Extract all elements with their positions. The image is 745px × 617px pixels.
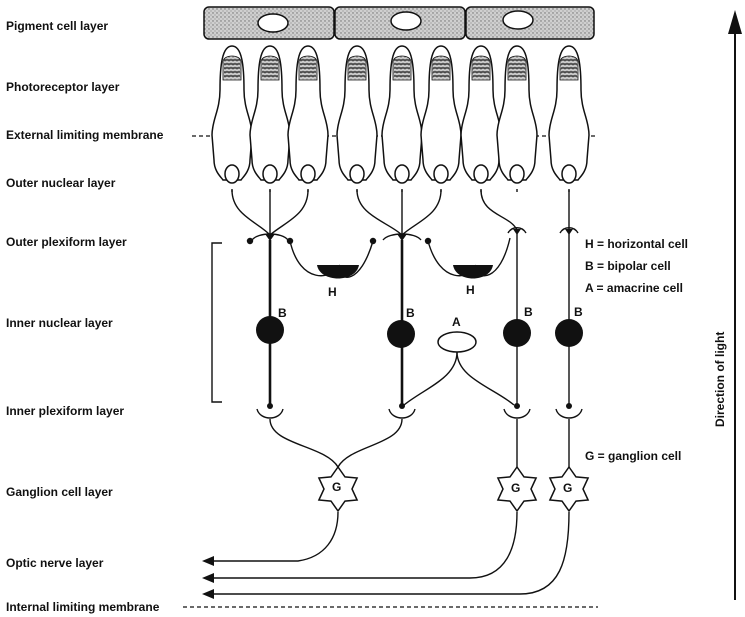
bipolar-cell-label: B: [278, 306, 287, 320]
label-outer-plexiform-layer: Outer plexiform layer: [6, 235, 127, 249]
photoreceptor-nucleus: [433, 164, 449, 184]
bipolar-cell: [555, 319, 583, 347]
amacrine-process: [456, 351, 515, 406]
photoreceptor-nucleus: [262, 164, 278, 184]
label-inner-nuclear-layer: Inner nuclear layer: [6, 316, 113, 330]
photoreceptor-cell: [381, 45, 423, 192]
ganglion-dendrite-cups: [256, 408, 583, 419]
ganglion-cell: [496, 465, 538, 513]
direction-arrow-head: [728, 10, 742, 34]
bipolar-cell-label: B: [574, 305, 583, 319]
bipolar-cell: [503, 319, 531, 347]
layer-bracket: [211, 242, 222, 403]
label-internal-limiting-membrane: Internal limiting membrane: [6, 600, 160, 614]
bipolar-cell: [256, 316, 284, 344]
pigment-nucleus: [390, 11, 422, 31]
label-outer-nuclear-layer: Outer nuclear layer: [6, 176, 116, 190]
photoreceptor-nucleus: [300, 164, 316, 184]
legend-ganglion-cell: G = ganglion cell: [585, 449, 681, 463]
ganglion-cell-label: G: [511, 481, 520, 495]
legend-amacrine-cell: A = amacrine cell: [585, 281, 683, 295]
legend-bipolar-cell: B = bipolar cell: [585, 259, 671, 273]
ganglion-cell-label: G: [563, 481, 572, 495]
ganglion-cell-label: G: [332, 480, 341, 494]
photoreceptor-cell: [496, 45, 538, 192]
bipolar-cell-label: B: [406, 306, 415, 320]
photoreceptor-cell: [249, 45, 291, 192]
ganglion-cell: [317, 465, 359, 513]
photoreceptor-cell: [336, 45, 378, 192]
bipolar-cell-label: B: [524, 305, 533, 319]
legend-horizontal-cell: H = horizontal cell: [585, 237, 688, 251]
photoreceptor-nucleus: [561, 164, 577, 184]
label-optic-nerve-layer: Optic nerve layer: [6, 556, 104, 570]
pigment-cells: [203, 6, 595, 40]
photoreceptors: [211, 45, 590, 192]
pigment-nucleus: [502, 10, 534, 30]
horizontal-cell: [317, 265, 359, 279]
amacrine-process: [403, 351, 458, 406]
amacrine-cell: [437, 331, 477, 353]
photoreceptor-cell: [548, 45, 590, 192]
ganglion-cells: [317, 465, 590, 513]
label-inner-plexiform-layer: Inner plexiform layer: [6, 404, 124, 418]
bipolar-cell: [387, 320, 415, 348]
photoreceptor-cell: [211, 45, 253, 192]
horizontal-cell-label: H: [328, 285, 337, 299]
photoreceptor-nucleus: [349, 164, 365, 184]
horizontal-cell: [453, 265, 493, 279]
photoreceptor-nucleus: [224, 164, 240, 184]
pigment-nucleus: [257, 13, 289, 33]
photoreceptor-cell: [287, 45, 329, 192]
photoreceptor-nucleus: [509, 164, 525, 184]
amacrine-cell-label: A: [452, 315, 461, 329]
label-pigment-cell-layer: Pigment cell layer: [6, 19, 108, 33]
label-photoreceptor-layer: Photoreceptor layer: [6, 80, 120, 94]
label-external-limiting-membrane: External limiting membrane: [6, 128, 164, 142]
bipolar-cells: [256, 234, 583, 409]
ganglion-dendrites: [269, 418, 570, 468]
photoreceptor-nucleus: [473, 164, 489, 184]
photoreceptor-cell: [420, 45, 462, 192]
direction-of-light-label: Direction of light: [713, 332, 727, 427]
horizontal-cell-label: H: [466, 283, 475, 297]
photoreceptor-nucleus: [394, 164, 410, 184]
optic-nerve-axons: [202, 511, 570, 599]
photoreceptor-cell: [460, 45, 502, 192]
label-ganglion-cell-layer: Ganglion cell layer: [6, 485, 113, 499]
ganglion-cell: [548, 465, 590, 513]
outer-plexiform-connections: [231, 189, 579, 279]
